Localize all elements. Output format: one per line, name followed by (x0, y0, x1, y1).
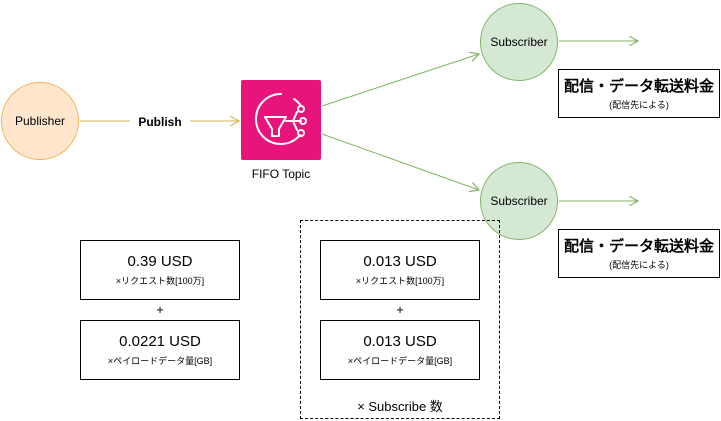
publish-request-cost-box: 0.39 USD ×リクエスト数[100万] (80, 240, 240, 300)
sns-topic-glyph (255, 93, 307, 145)
delivery-fee-title: 配信・データ転送料金 (563, 78, 714, 95)
sns-topic-icon[interactable] (241, 80, 321, 160)
price-value: 0.0221 USD (119, 333, 201, 350)
subscriber-node-1[interactable]: Subscriber (480, 3, 558, 81)
price-value: 0.013 USD (363, 253, 437, 270)
delivery-fee-box-1: 配信・データ転送料金 (配信先による) (558, 69, 720, 118)
subscriber-2-label: Subscriber (490, 194, 548, 208)
price-value: 0.39 USD (127, 253, 193, 270)
price-unit: ×リクエスト数[100万] (115, 276, 205, 286)
subscribe-cost-group (300, 220, 500, 419)
publisher-label: Publisher (14, 114, 66, 128)
topic-to-subscriber-1-edge (321, 54, 479, 107)
delivery-fee-box-2: 配信・データ転送料金 (配信先による) (558, 229, 720, 278)
subscribe-request-cost-box: 0.013 USD ×リクエスト数[100万] (320, 240, 480, 300)
price-unit: ×リクエスト数[100万] (355, 276, 445, 286)
price-unit: ×ペイロードデータ量[GB] (347, 356, 453, 366)
delivery-fee-note: (配信先による) (609, 100, 669, 110)
subscribe-payload-cost-box: 0.013 USD ×ペイロードデータ量[GB] (320, 320, 480, 380)
subscriber-1-label: Subscriber (490, 35, 548, 49)
topic-label: FIFO Topic (251, 167, 311, 181)
price-value: 0.013 USD (363, 333, 437, 350)
delivery-fee-note: (配信先による) (609, 260, 669, 270)
publish-edge-label: Publish (130, 115, 190, 129)
plus-sign: + (396, 302, 404, 317)
topic-to-subscriber-2-edge (321, 133, 479, 190)
publish-payload-cost-box: 0.0221 USD ×ペイロードデータ量[GB] (80, 320, 240, 380)
subscriber-node-2[interactable]: Subscriber (480, 162, 558, 240)
price-unit: ×ペイロードデータ量[GB] (107, 356, 213, 366)
publisher-node[interactable]: Publisher (1, 82, 79, 160)
subscribe-multiplier-label: × Subscribe 数 (357, 399, 443, 414)
delivery-fee-title: 配信・データ転送料金 (563, 238, 714, 255)
plus-sign: + (156, 302, 164, 317)
